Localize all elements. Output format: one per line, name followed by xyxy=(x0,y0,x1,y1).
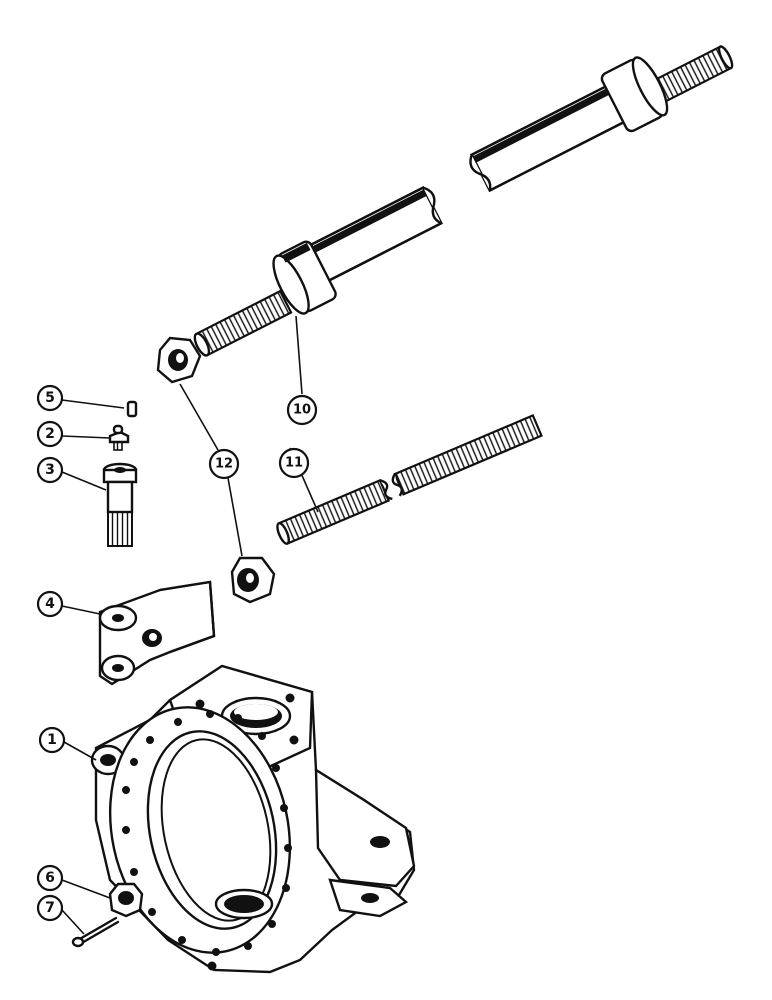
tie-rod-tube-assembly xyxy=(193,45,734,357)
callout-11-label: 11 xyxy=(285,456,303,471)
clevis-yoke xyxy=(98,580,216,686)
callout-10-label: 10 xyxy=(293,403,311,418)
callout-4: 4 xyxy=(36,590,64,618)
callout-7: 7 xyxy=(36,894,64,922)
callout-3-label: 3 xyxy=(45,462,55,478)
callout-2: 2 xyxy=(36,420,64,448)
jam-nut-upper xyxy=(156,336,202,384)
callout-5-label: 5 xyxy=(45,390,55,406)
grease-fitting xyxy=(108,424,130,451)
leader-lines xyxy=(61,315,319,935)
callout-11: 11 xyxy=(278,447,310,479)
castle-nut xyxy=(108,882,144,918)
threaded-rod xyxy=(276,414,543,546)
callout-5: 5 xyxy=(36,384,64,412)
pivot-bolt xyxy=(102,462,138,547)
callout-4-label: 4 xyxy=(45,596,55,612)
callout-12-label: 12 xyxy=(215,457,233,472)
roll-pin xyxy=(126,400,138,418)
callout-6: 6 xyxy=(36,864,64,892)
callout-3: 3 xyxy=(36,456,64,484)
callout-10: 10 xyxy=(286,394,318,426)
callout-1-label: 1 xyxy=(47,732,57,748)
callout-12: 12 xyxy=(208,448,240,480)
jam-nut-lower xyxy=(230,556,276,604)
callout-2-label: 2 xyxy=(45,426,55,442)
callout-7-label: 7 xyxy=(45,900,55,916)
callout-1: 1 xyxy=(38,726,66,754)
steering-knuckle-housing xyxy=(90,664,416,974)
callout-6-label: 6 xyxy=(45,870,55,886)
cotter-pin xyxy=(71,916,120,948)
